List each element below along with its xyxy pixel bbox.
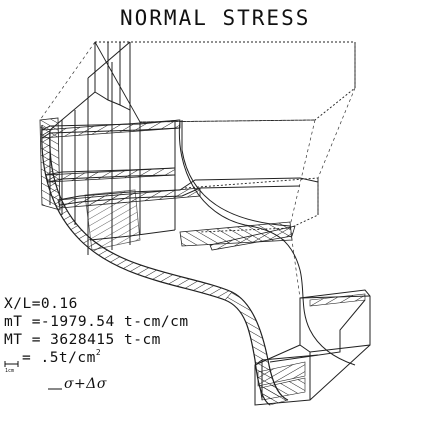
legend-label: σ+Δσ — [64, 376, 107, 392]
stress-scale-unit-exponent: 2 — [95, 348, 102, 357]
upper-deck-plane — [94, 41, 356, 123]
bending-moment: MT = 3628415 t-cm — [4, 332, 161, 348]
torsion-moment: mT =-1979.54 t-cm/cm — [4, 314, 189, 330]
scale-bar — [4, 361, 19, 367]
stress-scale: = .5t/cm2 — [22, 348, 102, 366]
stress-scale-value: = .5t/cm — [22, 350, 96, 366]
construction-lines — [39, 41, 356, 299]
section-position: X/L=0.16 — [4, 296, 78, 312]
inner-bulkhead-curve — [178, 119, 356, 366]
double-bottom-box — [254, 289, 371, 406]
shell-stress-hatching — [41, 124, 289, 406]
mid-deck-plane — [184, 177, 319, 233]
scale-bar-label: 1cm — [5, 368, 14, 374]
diagram-title: NORMAL STRESS — [120, 6, 311, 30]
